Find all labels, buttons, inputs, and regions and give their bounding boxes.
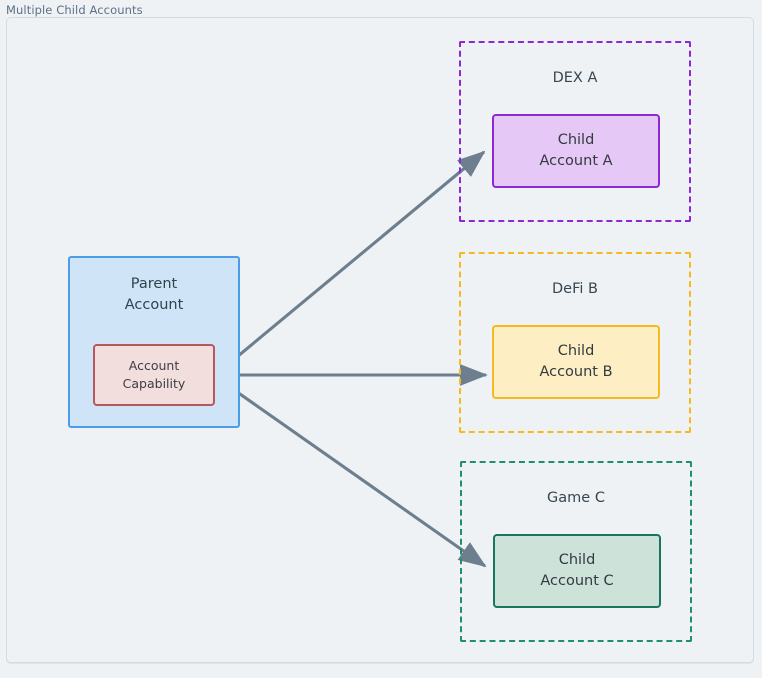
cluster-defi-b-label: DeFi B (552, 281, 598, 297)
cluster-dex-a-label: DEX A (552, 70, 598, 86)
cluster-game-c: Game C (460, 461, 692, 642)
node-account-capability-label: Account Capability (122, 357, 186, 391)
cluster-game-c-label: Game C (547, 490, 605, 506)
node-child-account-b-label: Child Account B (539, 342, 613, 380)
cluster-dex-a: DEX A (459, 41, 691, 222)
node-parent-account-label: Parent Account (124, 276, 184, 314)
cluster-defi-b: DeFi B (459, 252, 691, 433)
node-child-account-c[interactable]: Child Account C (493, 534, 661, 608)
node-account-capability[interactable]: Account Capability (93, 344, 215, 406)
node-child-account-a[interactable]: Child Account A (492, 114, 660, 188)
node-child-account-a-label: Child Account A (539, 131, 613, 169)
node-child-account-b[interactable]: Child Account B (492, 325, 660, 399)
node-child-account-c-label: Child Account C (540, 551, 614, 589)
page-title: Multiple Child Accounts (6, 3, 143, 17)
